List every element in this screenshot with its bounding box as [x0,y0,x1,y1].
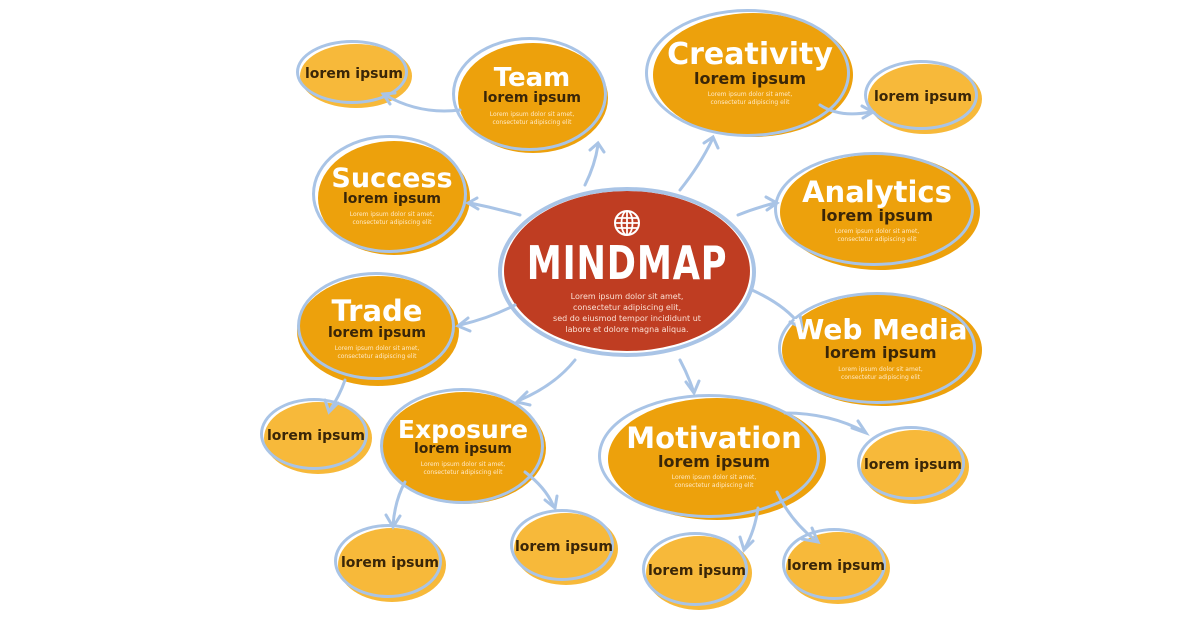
node-title: Success [331,162,453,194]
node-success[interactable]: Success lorem ipsum Lorem ipsum dolor si… [312,135,472,257]
node-creativity[interactable]: Creativity lorem ipsum Lorem ipsum dolor… [645,7,855,140]
node-motivation[interactable]: Motivation lorem ipsum Lorem ipsum dolor… [598,392,830,522]
node-title: Creativity [667,36,833,72]
node-subtitle: lorem ipsum [414,440,512,457]
node-title: Analytics [802,174,952,209]
leaf-exposure-2[interactable]: lorem ipsum [510,509,618,585]
leaf-motivation-bottom-2[interactable]: lorem ipsum [782,528,890,604]
node-description: Lorem ipsum dolor sit amet,consectetur a… [671,474,757,490]
node-subtitle: lorem ipsum [483,90,581,107]
node-subtitle: lorem ipsum [342,190,441,207]
node-team[interactable]: Team lorem ipsum Lorem ipsum dolor sit a… [452,37,612,155]
leaf-motivation-bottom-1[interactable]: lorem ipsum [642,532,752,610]
node-subtitle: lorem ipsum [824,343,937,363]
center-node-mindmap[interactable]: MINDMAP Lorem ipsum dolor sit amet, cons… [498,187,756,357]
leaf-motivation-right[interactable]: lorem ipsum [857,426,969,504]
node-description: Lorem ipsum dolor sit amet,consectetur a… [838,365,923,381]
node-title: Web Media [793,313,968,347]
node-description: Lorem ipsum dolor sit amet,consectetur a… [834,228,920,244]
leaf-trade[interactable]: lorem ipsum [260,398,372,474]
node-trade[interactable]: Trade lorem ipsum Lorem ipsum dolor sit … [293,270,461,388]
leaf-creativity[interactable]: lorem ipsum [864,60,982,134]
node-title: Team [493,63,571,94]
node-title: Exposure [397,414,529,444]
node-description: Lorem ipsum dolor sit amet,consectetur a… [707,91,793,107]
globe-icon [614,210,640,237]
node-subtitle: lorem ipsum [821,205,933,225]
node-title: Motivation [626,420,802,455]
node-analytics[interactable]: Analytics lorem ipsum Lorem ipsum dolor … [772,150,982,272]
center-description: Lorem ipsum dolor sit amet, consectetur … [553,292,701,334]
node-subtitle: lorem ipsum [328,324,426,341]
center-title: MINDMAP [526,236,728,291]
node-title: Trade [331,293,423,328]
leaf-exposure-1[interactable]: lorem ipsum [334,524,446,602]
node-subtitle: lorem ipsum [694,68,806,88]
node-description: Lorem ipsum dolor sit amet,consectetur a… [420,461,506,477]
node-subtitle: lorem ipsum [658,451,770,471]
node-description: Lorem ipsum dolor sit amet,consectetur a… [334,345,420,361]
node-description: Lorem ipsum dolor sit amet,consectetur a… [349,211,435,227]
node-web-media[interactable]: Web Media lorem ipsum Lorem ipsum dolor … [778,290,983,408]
node-exposure[interactable]: Exposure lorem ipsum Lorem ipsum dolor s… [378,388,548,506]
leaf-team[interactable]: lorem ipsum [296,40,412,108]
node-description: Lorem ipsum dolor sit amet,consectetur a… [489,110,575,126]
